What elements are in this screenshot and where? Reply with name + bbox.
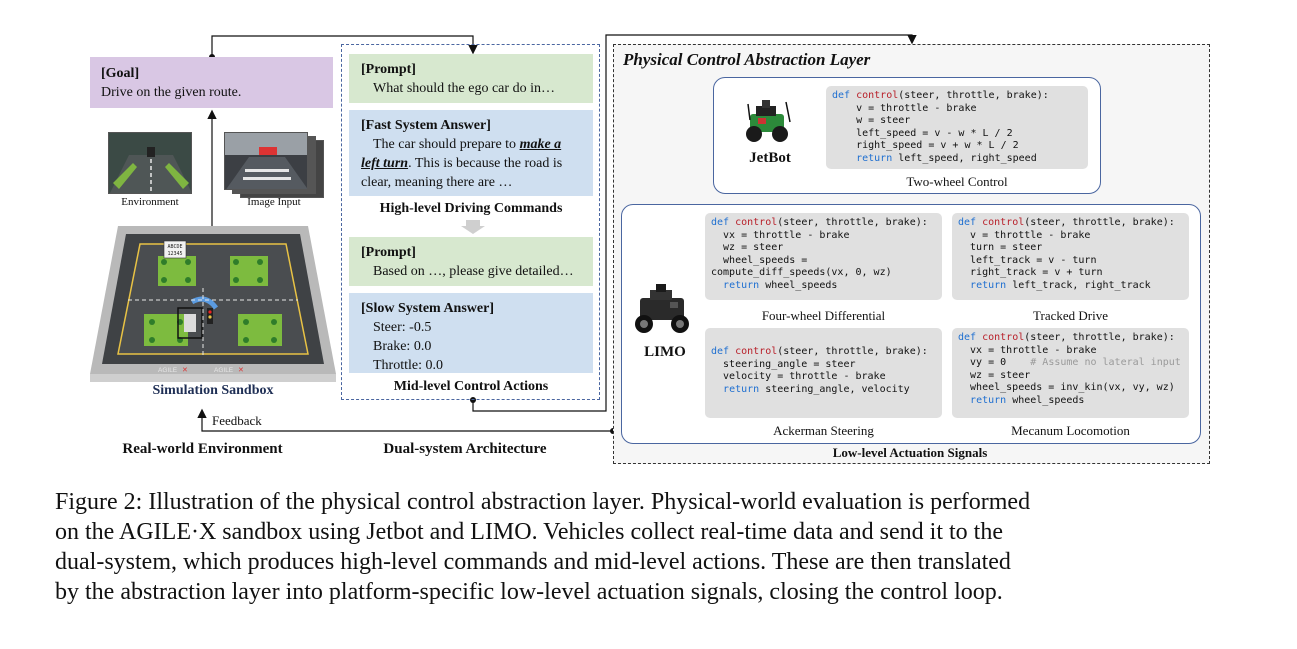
- figure-caption: Figure 2: Illustration of the physical c…: [55, 487, 1245, 607]
- four-wheel-label: Four-wheel Differential: [761, 308, 886, 323]
- tracked-label: Tracked Drive: [1033, 308, 1108, 323]
- feedback-label: Feedback: [212, 413, 262, 428]
- fast-answer-header: [Fast System Answer]: [361, 118, 491, 133]
- caption-line-1: Figure 2: Illustration of the physical c…: [55, 489, 1031, 515]
- sandbox-sign-top: ABCDE: [167, 244, 182, 250]
- jetbot-code: def control(steer, throttle, brake): v =…: [826, 86, 1088, 169]
- tracked-code: def control(steer, throttle, brake): v =…: [952, 213, 1189, 300]
- fast-answer-text: The car should prepare to make a: [373, 137, 562, 152]
- sandbox-brand-right: AGILE: [214, 367, 234, 374]
- limo-name: LIMO: [644, 344, 686, 360]
- prompt-box-2: [Prompt] Based on …, please give detaile…: [349, 237, 593, 286]
- caption-line-3: dual-system, which produces high-level c…: [55, 549, 1011, 575]
- slow-throttle: Throttle: 0.0: [373, 358, 443, 373]
- svg-text:✕: ✕: [182, 367, 188, 374]
- slow-answer-header: [Slow System Answer]: [361, 301, 494, 316]
- caption-line-4: by the abstraction layer into platform-s…: [55, 579, 1003, 605]
- svg-text:✕: ✕: [238, 367, 244, 374]
- mecanum-comment: # Assume no lateral input: [1018, 357, 1181, 368]
- jetbot-name: JetBot: [749, 150, 791, 166]
- sandbox-image: ABCDE 12345 AGILE AGILE ✕ ✕: [88, 222, 338, 382]
- mecanum-code: def control(steer, throttle, brake): vx …: [952, 328, 1189, 418]
- prompt-1-header: [Prompt]: [361, 62, 416, 77]
- goal-text: Drive on the given route.: [101, 85, 242, 100]
- prompt-box-1: [Prompt] What should the ego car do in…: [349, 54, 593, 103]
- slow-answer-box: [Slow System Answer] Steer: -0.5 Brake: …: [349, 293, 593, 373]
- real-world-label: Real-world Environment: [122, 441, 283, 457]
- goal-header: [Goal]: [101, 66, 140, 81]
- sandbox-sign-bottom: 12345: [167, 251, 182, 257]
- slow-steer: Steer: -0.5: [373, 320, 432, 335]
- down-arrow-gray: [461, 220, 485, 234]
- sandbox-label: Simulation Sandbox: [152, 383, 274, 398]
- ackerman-label: Ackerman Steering: [773, 423, 874, 438]
- fast-answer-emphasis-1: make a: [519, 137, 562, 152]
- prompt-2-text: Based on …, please give detailed…: [373, 264, 574, 279]
- jetbot-image: [738, 96, 798, 148]
- fast-answer-line-2: left turn. This is because the road is: [361, 156, 563, 171]
- jetbot-label: Two-wheel Control: [906, 174, 1008, 189]
- goal-box: [Goal] Drive on the given route.: [90, 57, 333, 108]
- sandbox-brand-left: AGILE: [158, 367, 178, 374]
- environment-caption: Environment: [121, 196, 179, 208]
- prompt-2-header: [Prompt]: [361, 245, 416, 260]
- arrow-feedback: [197, 408, 613, 432]
- dual-system-box: [341, 44, 600, 400]
- mecanum-label: Mecanum Locomotion: [1011, 423, 1130, 438]
- four-wheel-code: def control(steer, throttle, brake): vx …: [705, 213, 942, 300]
- fast-answer-emphasis-2: left turn: [361, 156, 409, 171]
- limo-image: [630, 284, 694, 338]
- dual-system-label: Dual-system Architecture: [383, 441, 547, 457]
- low-level-label: Low-level Actuation Signals: [832, 445, 988, 460]
- physical-layer-title: Physical Control Abstraction Layer: [623, 50, 871, 69]
- slow-brake: Brake: 0.0: [373, 339, 432, 354]
- fast-answer-box: [Fast System Answer] The car should prep…: [349, 110, 593, 196]
- arrow-dual-to-physical: [472, 34, 917, 412]
- fast-answer-line-3: clear, meaning there are …: [361, 175, 513, 190]
- caption-line-2: on the AGILE·X sandbox using Jetbot and …: [55, 519, 1003, 545]
- ackerman-code: def control(steer, throttle, brake): ste…: [705, 328, 942, 418]
- prompt-1-text: What should the ego car do in…: [373, 81, 555, 96]
- mid-level-actions-label: Mid-level Control Actions: [393, 379, 549, 394]
- image-input-caption: Image Input: [247, 196, 301, 208]
- high-level-commands-label: High-level Driving Commands: [379, 201, 563, 216]
- image-input-image: [224, 132, 308, 190]
- environment-image: [108, 132, 192, 194]
